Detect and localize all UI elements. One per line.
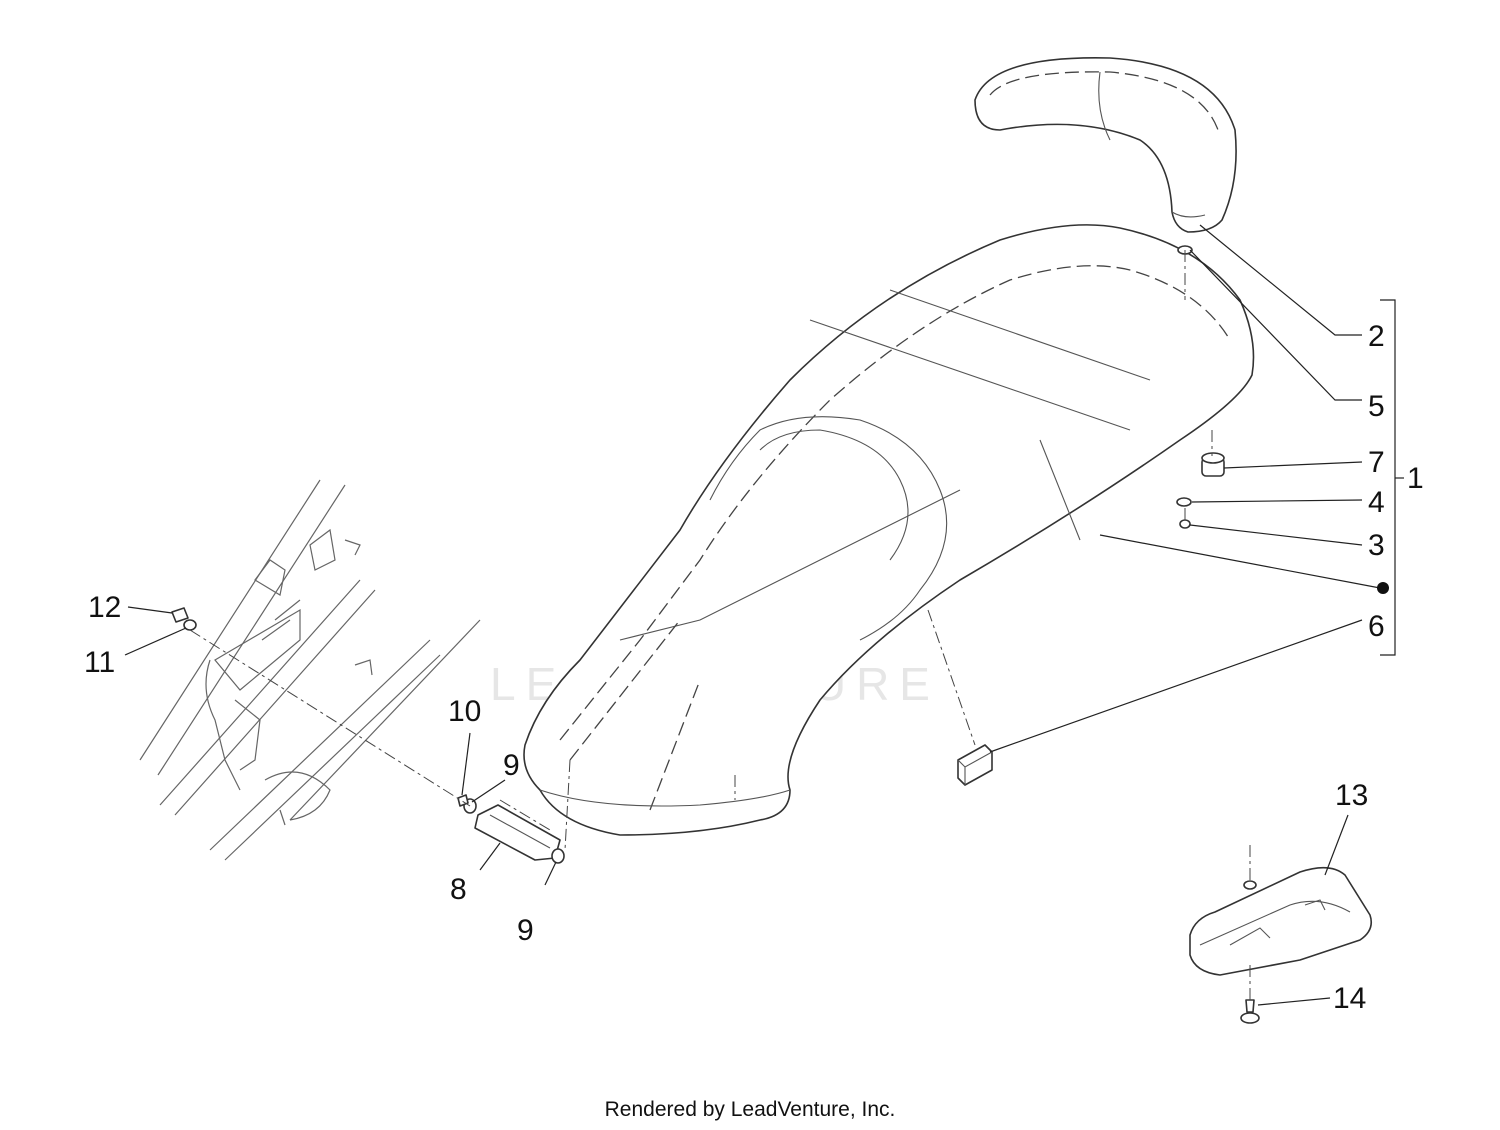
passenger-backrest (974, 57, 1237, 233)
assembly-axis-lines (189, 250, 1251, 1000)
callout-10: 10 (448, 695, 481, 728)
callout-6: 6 (1368, 610, 1385, 643)
reference-dot (1377, 582, 1389, 594)
screw-14 (1240, 999, 1260, 1024)
nut-3 (1179, 519, 1191, 529)
rubber-pad-6 (957, 744, 993, 786)
storage-tray (1189, 866, 1373, 976)
footer-credit: Rendered by LeadVenture, Inc. (605, 1098, 896, 1121)
callout-9-lower: 9 (517, 914, 534, 947)
washer-9b (551, 848, 565, 864)
callout-9-upper: 9 (503, 749, 520, 782)
callout-14: 14 (1333, 982, 1366, 1015)
leader-lines (124, 224, 1404, 1006)
main-seat (523, 224, 1255, 836)
callout-11: 11 (84, 646, 115, 679)
callout-7: 7 (1368, 446, 1385, 479)
frame-structure (139, 479, 481, 861)
rubber-buffer (1201, 452, 1225, 477)
nut-12 (171, 607, 189, 623)
callout-13: 13 (1335, 779, 1368, 812)
callout-3: 3 (1368, 529, 1385, 562)
callout-5: 5 (1368, 390, 1385, 423)
callout-8: 8 (450, 873, 467, 906)
washer-4 (1176, 497, 1192, 507)
callout-1: 1 (1407, 462, 1424, 495)
hinge-8 (474, 804, 561, 861)
callout-12: 12 (88, 591, 121, 624)
callout-4: 4 (1368, 486, 1385, 519)
callout-2: 2 (1368, 320, 1385, 353)
